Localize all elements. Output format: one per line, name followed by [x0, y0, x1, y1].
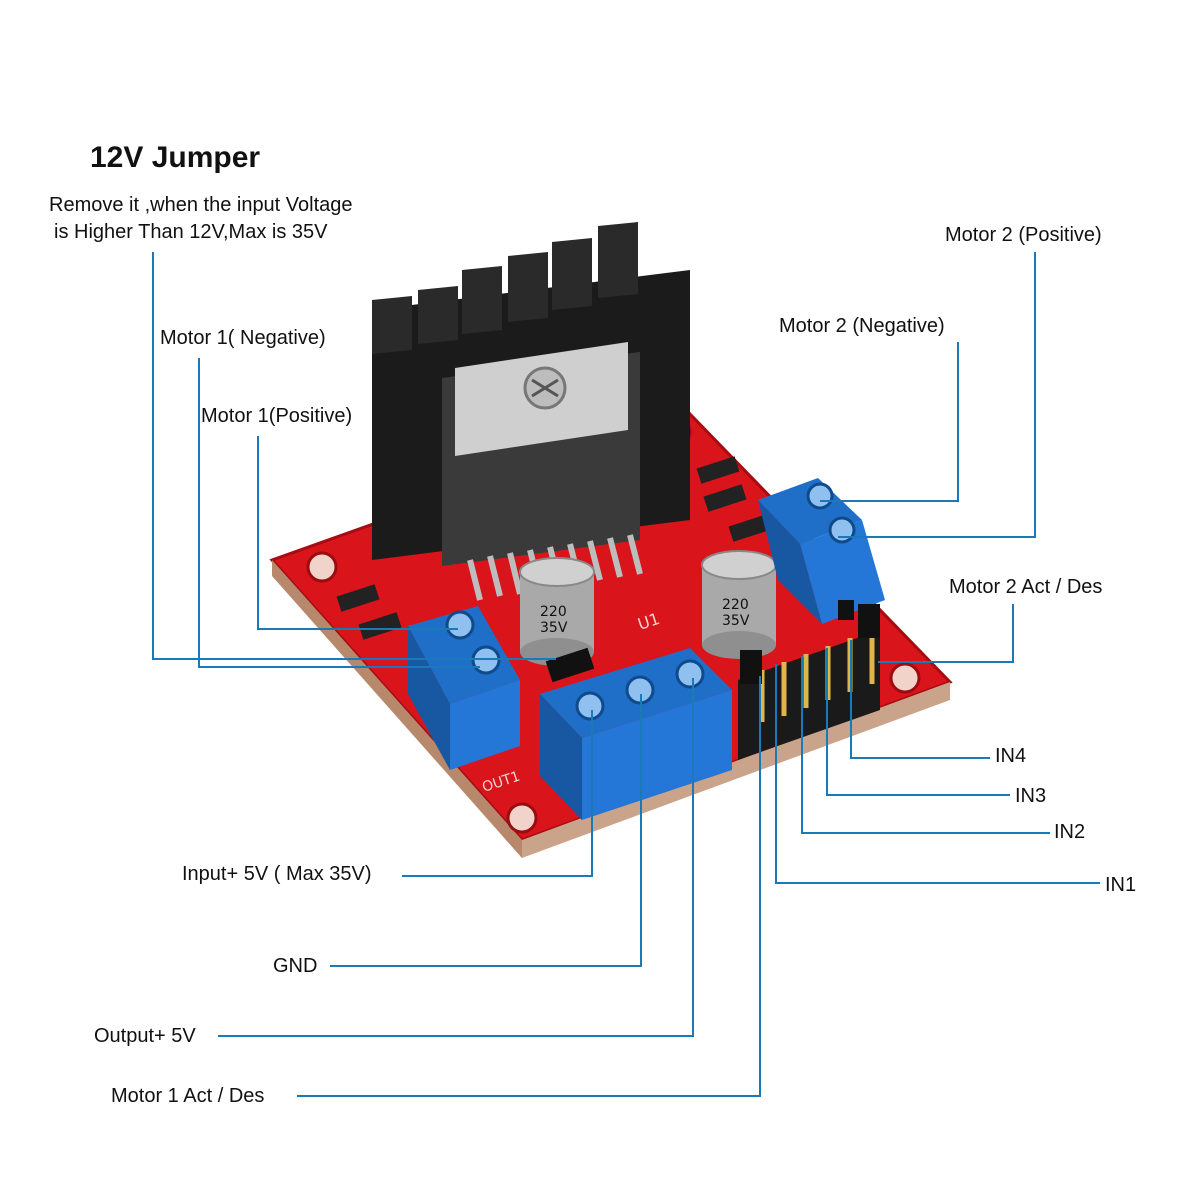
mount-hole	[506, 802, 538, 834]
label-motor2-act: Motor 2 Act / Des	[949, 576, 1103, 598]
leader-gnd	[330, 694, 642, 967]
leader-output-plus	[218, 678, 694, 1037]
smd-diode	[703, 484, 747, 512]
leader-jumper	[152, 252, 556, 660]
terminal-power-side	[540, 694, 582, 820]
terminal-power-face	[582, 690, 732, 820]
terminal-screw	[806, 482, 834, 510]
terminal-screw	[675, 659, 705, 689]
label-in1: IN1	[1105, 874, 1137, 896]
jumper-note-line1: Remove it ,when the input Voltage	[49, 194, 353, 216]
leader-motor2-act	[878, 604, 1014, 663]
mount-hole	[889, 662, 921, 694]
pcb-edge-left	[272, 560, 522, 858]
capacitor-voltage: 35V	[722, 613, 750, 629]
screw-slot	[531, 378, 559, 398]
header-block	[738, 630, 880, 760]
jumper-note-line2: is Higher Than 12V,Max is 35V	[54, 221, 328, 243]
capacitor-right: 220 35V	[701, 550, 777, 659]
leader-input-plus	[402, 710, 593, 877]
terminal-motor2-face	[800, 520, 885, 624]
heatsink-fin	[418, 286, 458, 344]
terminal-motor1	[408, 606, 520, 704]
label-output-plus: Output+ 5V	[94, 1025, 196, 1047]
leader-motor2-negative	[820, 342, 959, 502]
label-motor2-negative: Motor 2 (Negative)	[779, 315, 945, 337]
terminal-motor2-side	[758, 500, 822, 624]
heatsink-fin	[372, 296, 412, 354]
leader-motor1-negative	[198, 358, 480, 668]
leader-motor1-act	[297, 676, 761, 1097]
smd-diode	[728, 514, 772, 542]
leader-in3	[826, 648, 1010, 796]
mount-hole	[306, 551, 338, 583]
leader-motor1-positive	[257, 436, 458, 630]
label-in2: IN2	[1054, 821, 1086, 843]
label-input-plus: Input+ 5V ( Max 35V)	[182, 863, 372, 885]
heatsink-fin	[508, 252, 548, 322]
capacitor-value: 220	[540, 604, 567, 620]
heatsink-fin	[552, 238, 592, 310]
label-motor2-positive: Motor 2 (Positive)	[945, 224, 1102, 246]
terminal-screw	[445, 610, 475, 640]
label-motor1-act: Motor 1 Act / Des	[111, 1085, 265, 1107]
jumper-motor1-act	[740, 650, 762, 684]
terminal-screw	[575, 691, 605, 721]
leader-in4	[850, 640, 990, 759]
terminal-motor1-front	[408, 626, 450, 770]
label-motor1-negative: Motor 1( Negative)	[160, 327, 326, 349]
smd-diode	[696, 456, 740, 484]
terminal-motor1-face	[450, 680, 520, 770]
pcb-edge	[522, 682, 950, 858]
jumper-motor2-act	[858, 604, 880, 638]
label-in3: IN3	[1015, 785, 1047, 807]
capacitor-voltage: 35V	[540, 620, 568, 636]
terminal-screw	[828, 516, 856, 544]
label-motor1-positive: Motor 1(Positive)	[201, 405, 353, 427]
label-in4: IN4	[995, 745, 1027, 767]
smd-diode	[358, 612, 402, 640]
label-gnd: GND	[273, 955, 318, 977]
leader-lines	[152, 252, 1100, 1097]
jumper-12v	[545, 647, 595, 683]
smd-diode	[336, 584, 380, 612]
heatsink-fin	[598, 222, 638, 298]
capacitor-value: 220	[722, 597, 749, 613]
heatsink-fin	[462, 266, 502, 334]
jumper-title: 12V Jumper	[90, 141, 261, 174]
leader-in1	[775, 664, 1100, 884]
leader-in2	[801, 656, 1050, 834]
leader-motor2-positive	[838, 252, 1036, 538]
jumper-motor2-act-2	[838, 600, 854, 620]
